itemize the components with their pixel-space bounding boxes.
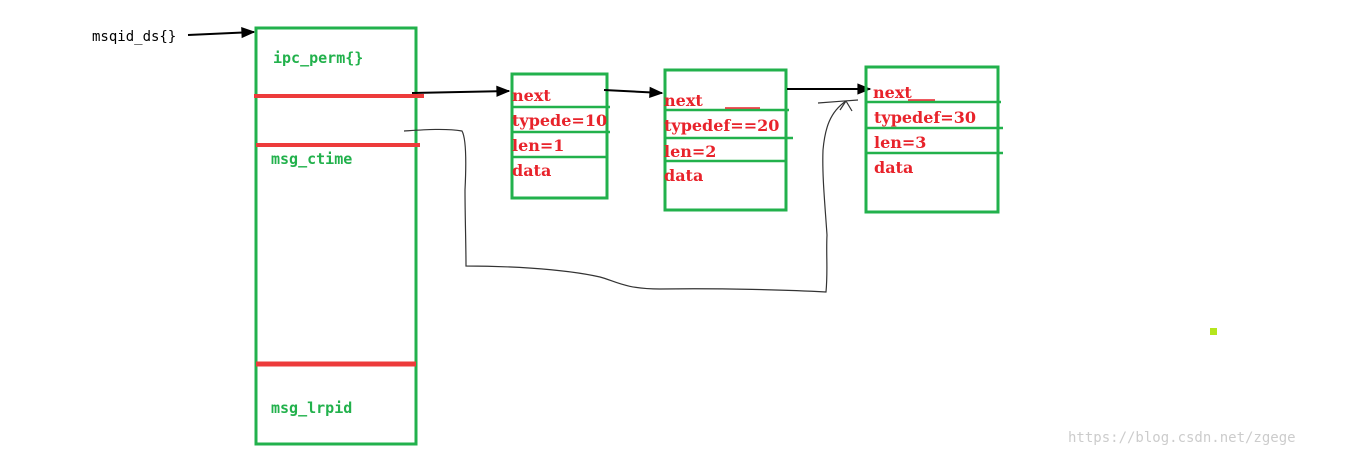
message-3-data: data [874, 158, 913, 177]
message-3-len: len=3 [874, 133, 926, 152]
message-1-data: data [512, 161, 551, 180]
message-node-2: next typedef==20 len=2 data [663, 68, 793, 212]
last-pointer-connector [403, 100, 847, 293]
message-2-data: data [664, 166, 703, 185]
arrow-to-message-2 [603, 86, 664, 98]
message-2-type: typedef==20 [664, 116, 779, 135]
message-1-next: next [512, 86, 551, 105]
message-3-next: next [873, 83, 912, 102]
msg-lrpid-label: msg_lrpid [271, 399, 352, 417]
msg-ctime-label: msg_ctime [271, 150, 352, 168]
green-dot [1210, 328, 1217, 335]
message-node-3: next typedef=30 len=3 data [864, 65, 1003, 214]
message-box-3 [864, 65, 1000, 214]
msqid-ds-box [254, 26, 418, 446]
message-1-type: typede=10 [512, 111, 607, 130]
ipc-perm-label: ipc_perm{} [273, 49, 363, 67]
message-node-1: next typede=10 len=1 data [510, 72, 610, 200]
message-box-2 [663, 68, 788, 212]
arrow-to-message-1 [411, 85, 511, 97]
message-2-next: next [664, 91, 703, 110]
last-pointer-arrowhead [817, 99, 859, 112]
msqid-ds-label: msqid_ds{} [92, 29, 176, 45]
watermark-text: https://blog.csdn.net/zgege [1068, 430, 1296, 446]
message-box-1 [510, 72, 609, 200]
message-1-len: len=1 [512, 136, 564, 155]
message-2-len: len=2 [664, 142, 716, 161]
message-3-type: typedef=30 [874, 108, 976, 127]
msqid-ds-arrow [187, 26, 256, 39]
